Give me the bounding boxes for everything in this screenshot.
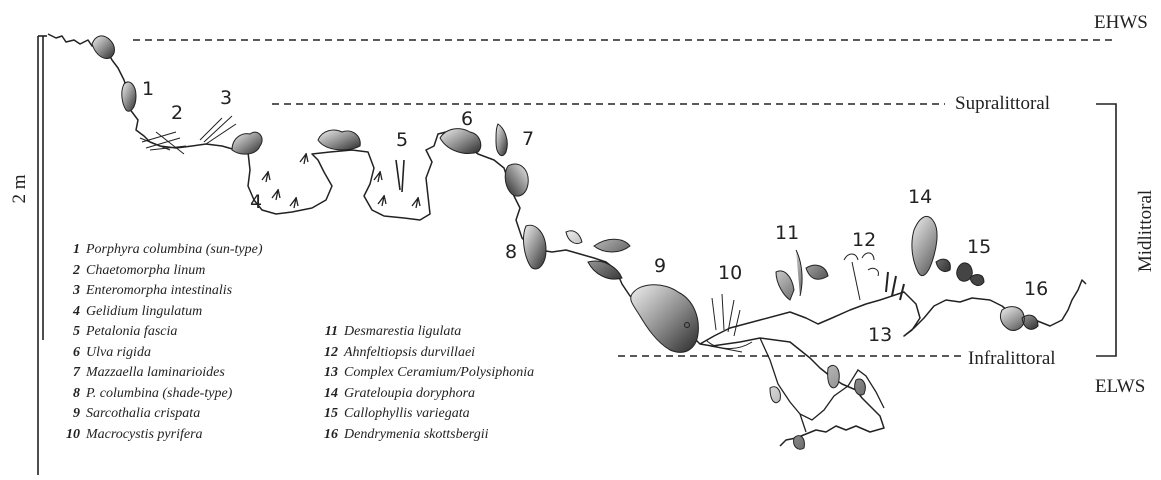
alga-9-icon xyxy=(631,285,699,353)
alga-14-icon xyxy=(912,216,950,275)
tide-lines xyxy=(133,40,1115,356)
midlittoral-bracket xyxy=(1096,104,1116,356)
scale-label: 2 m xyxy=(9,169,31,209)
alga-13-icon xyxy=(886,272,904,300)
alga-1-icon xyxy=(122,82,136,111)
species-marker-11: 11 xyxy=(775,224,799,243)
supralittoral-label: Supralittoral xyxy=(955,93,1050,115)
species-marker-8: 8 xyxy=(505,243,517,262)
alga-leafy-a-icon xyxy=(232,132,262,154)
species-marker-6: 6 xyxy=(461,110,473,129)
ehws-label: EHWS xyxy=(1094,12,1148,34)
infralittoral-label: Infralittoral xyxy=(968,348,1056,370)
alga-16-icon xyxy=(1000,307,1038,331)
alga-leafy-b-icon xyxy=(318,130,360,150)
species-marker-4: 4 xyxy=(250,193,262,212)
alga-15-icon xyxy=(957,263,984,286)
alga-leafy-c-icon xyxy=(566,231,630,279)
species-marker-3: 3 xyxy=(220,89,232,108)
species-marker-12: 12 xyxy=(852,231,876,250)
species-marker-10: 10 xyxy=(718,264,742,283)
species-marker-9: 9 xyxy=(654,257,666,276)
species-marker-16: 16 xyxy=(1024,280,1048,299)
species-marker-1: 1 xyxy=(142,80,154,99)
species-marker-2: 2 xyxy=(171,104,183,123)
alga-12-icon xyxy=(844,253,878,300)
gelidium-tufts xyxy=(262,153,420,208)
species-marker-15: 15 xyxy=(967,238,991,257)
species-marker-7: 7 xyxy=(522,130,534,149)
elws-label: ELWS xyxy=(1095,376,1145,398)
species-marker-14: 14 xyxy=(908,188,932,207)
alga-6-icon xyxy=(440,129,481,154)
species-marker-13: 13 xyxy=(868,326,892,345)
scale-bar xyxy=(38,36,47,475)
alga-2-icon xyxy=(140,132,186,154)
midlittoral-label: Midlittoral xyxy=(1135,181,1157,281)
alga-3-icon xyxy=(200,116,236,144)
species-marker-5: 5 xyxy=(396,131,408,150)
alga-11-icon xyxy=(776,250,828,300)
alga-8-icon xyxy=(524,225,546,269)
alga-1-top-icon xyxy=(92,36,115,59)
alga-lower-icon xyxy=(770,365,865,449)
alga-7-icon xyxy=(496,124,507,156)
alga-7b-icon xyxy=(505,164,528,196)
